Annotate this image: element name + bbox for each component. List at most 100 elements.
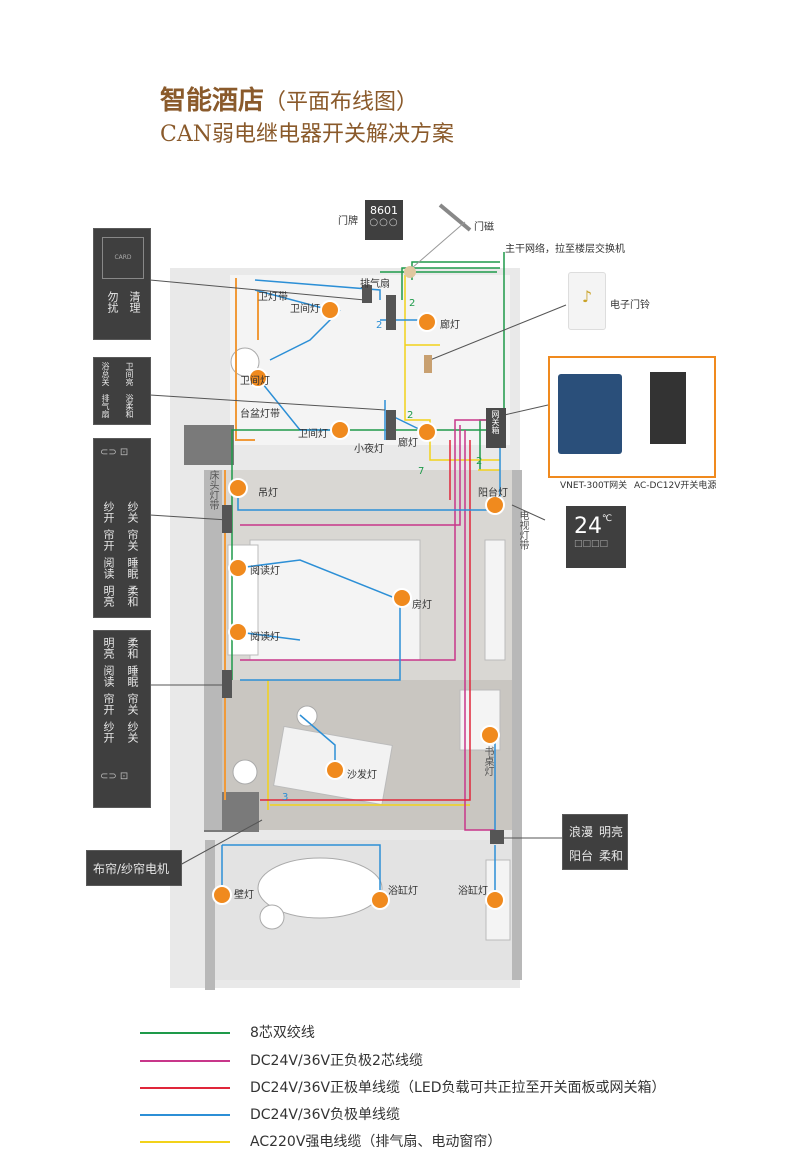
bath-soft-button[interactable]: 浴柔和 xyxy=(125,394,134,418)
reading-button[interactable]: 阅读 xyxy=(102,557,115,579)
bright-button[interactable]: 明亮 xyxy=(102,637,115,659)
light-label: 廊灯 xyxy=(440,320,460,331)
sheer-open-button[interactable]: 纱开 xyxy=(102,501,115,523)
legend-label: DC24V/36V正极单线缆（LED负载可共正拉至开关面板或网关箱） xyxy=(250,1080,666,1096)
legend-label: AC220V强电线缆（排气扇、电动窗帘） xyxy=(250,1134,502,1150)
bathroom-area xyxy=(230,275,510,445)
doorplate-number: 8601 xyxy=(370,204,398,217)
soft-button[interactable]: 柔和 xyxy=(126,637,139,659)
sleep-button[interactable]: 睡眠 xyxy=(126,557,139,579)
legend-swatch xyxy=(140,1114,230,1116)
curtain-open-button[interactable]: 帘开 xyxy=(102,529,115,551)
exhaust-button[interactable]: 排气扇 xyxy=(101,394,110,418)
light-label: 房灯 xyxy=(412,600,432,611)
bathtub xyxy=(257,857,383,919)
sheer-close-button[interactable]: 纱关 xyxy=(126,721,139,743)
bath-all-off-button[interactable]: 浴总关 xyxy=(101,362,110,386)
curtain-close-button[interactable]: 帘关 xyxy=(126,529,139,551)
curtain-close-button[interactable]: 帘关 xyxy=(126,693,139,715)
card-slot[interactable]: CARD xyxy=(102,237,144,279)
power-label: AC-DC12V开关电源 xyxy=(634,481,717,491)
wire-number: 3 xyxy=(282,792,289,803)
gateway-label: VNET-300T网关 xyxy=(560,481,628,491)
bath-bright-button[interactable]: 卫间亮 xyxy=(125,362,134,386)
bed xyxy=(249,539,421,661)
bed-right-panel: 明亮 柔和 阅读 睡眠 帘开 帘关 纱开 纱关 ⊂⊃ ⊡ xyxy=(93,630,151,808)
light-label: 卫间灯 xyxy=(240,376,270,387)
basin-strip-label: 台盆灯带 xyxy=(240,409,280,420)
bed-left-panel: ⊂⊃ ⊡ 纱开 纱关 帘开 帘关 阅读 睡眠 明亮 柔和 xyxy=(93,438,151,618)
page-subtitle: CAN弱电继电器开关解决方案 xyxy=(160,122,454,147)
wire-number: 2 xyxy=(476,456,483,467)
backbone-label: 主干网络，拉至楼层交换机 xyxy=(505,244,625,255)
page-title: 智能酒店（平面布线图） xyxy=(160,80,418,117)
wire-number: 2 xyxy=(407,410,414,421)
legend-swatch xyxy=(140,1141,230,1143)
curtain-open-button[interactable]: 帘开 xyxy=(102,693,115,715)
light-label: 沙发灯 xyxy=(347,770,377,781)
sheer-open-button[interactable]: 纱开 xyxy=(102,721,115,743)
bath-panel: 浴总关 排气扇 卫间亮 浴柔和 xyxy=(93,357,151,425)
wire-number: 7 xyxy=(418,466,425,477)
romantic-button[interactable]: 浪漫 xyxy=(569,825,594,839)
thermostat-temp: 24 xyxy=(574,514,602,539)
wc-strip-label: 卫灯带 xyxy=(258,292,288,303)
light-label: 卫间灯 xyxy=(290,304,320,315)
light-label: 卫间灯 xyxy=(298,429,328,440)
soft-button[interactable]: 柔和 xyxy=(126,585,139,607)
light-label: 壁灯 xyxy=(234,890,254,901)
dnd-button[interactable]: 勿扰 xyxy=(106,291,119,313)
clean-button[interactable]: 清理 xyxy=(128,291,141,313)
light-label: 浴缸灯 xyxy=(458,886,488,897)
soft-button[interactable]: 柔和 xyxy=(599,849,624,863)
light-label: 阅读灯 xyxy=(250,566,280,577)
curtain-motor-panel: 布帘/纱帘电机 xyxy=(86,850,182,886)
title-paren: （平面布线图） xyxy=(264,90,419,115)
tv-strip-label: 电视灯带 xyxy=(517,510,528,550)
legend-label: DC24V/36V正负极2芯线缆 xyxy=(250,1053,423,1069)
light-label: 阅读灯 xyxy=(250,632,280,643)
doorplate: 8601 ○○○ xyxy=(365,200,403,240)
thermostat: 24℃ □□□□ xyxy=(566,506,626,568)
light-label: 阳台灯 xyxy=(478,488,508,499)
light-label: 吊灯 xyxy=(258,488,278,499)
thermostat-unit: ℃ xyxy=(602,514,613,524)
doorbell-device: ♪ xyxy=(568,272,606,330)
bath2-panel: 浪漫 明亮 阳台 柔和 xyxy=(562,814,628,870)
bell-icon: ♪ xyxy=(581,287,593,306)
balcony-button[interactable]: 阳台 xyxy=(569,849,594,863)
wire-magenta xyxy=(240,419,495,831)
legend-swatch xyxy=(140,1032,230,1034)
sleep-button[interactable]: 睡眠 xyxy=(126,665,139,687)
gateway-box-label: 网关箱 xyxy=(491,410,500,434)
doorbell-label: 电子门铃 xyxy=(610,300,650,311)
light-label: 廊灯 xyxy=(398,438,418,449)
legend-swatch xyxy=(140,1060,230,1062)
gateway-box xyxy=(486,408,506,448)
power-supply-device xyxy=(650,372,686,444)
door-sensor-label: 门磁 xyxy=(474,222,494,233)
reading-button[interactable]: 阅读 xyxy=(102,665,115,687)
socket-icon: ⊂⊃ ⊡ xyxy=(100,447,129,458)
gateway-frame xyxy=(548,356,716,478)
wire-yellow xyxy=(267,275,500,810)
wire-number: 2 xyxy=(409,298,416,309)
sheer-close-button[interactable]: 纱关 xyxy=(126,501,139,523)
card-dnd-panel: CARD 勿扰 清理 xyxy=(93,228,151,340)
bright-button[interactable]: 明亮 xyxy=(599,825,624,839)
wire-red xyxy=(260,440,471,801)
light-markers xyxy=(212,300,505,910)
legend-swatch xyxy=(140,1087,230,1089)
bright-button[interactable]: 明亮 xyxy=(102,585,115,607)
curtain-motor-label: 布帘/纱帘电机 xyxy=(93,862,170,876)
gateway-device xyxy=(558,374,622,454)
door-sensor-icon xyxy=(438,203,472,232)
bedhead-strip-label: 床头灯带 xyxy=(207,470,218,510)
legend-label: DC24V/36V负极单线缆 xyxy=(250,1107,401,1123)
exhaust-label: 排气扇 xyxy=(360,279,390,290)
doorplate-label: 门牌 xyxy=(338,216,358,227)
title-bold: 智能酒店 xyxy=(160,86,265,116)
light-label: 浴缸灯 xyxy=(388,886,418,897)
legend-label: 8芯双绞线 xyxy=(250,1025,315,1041)
